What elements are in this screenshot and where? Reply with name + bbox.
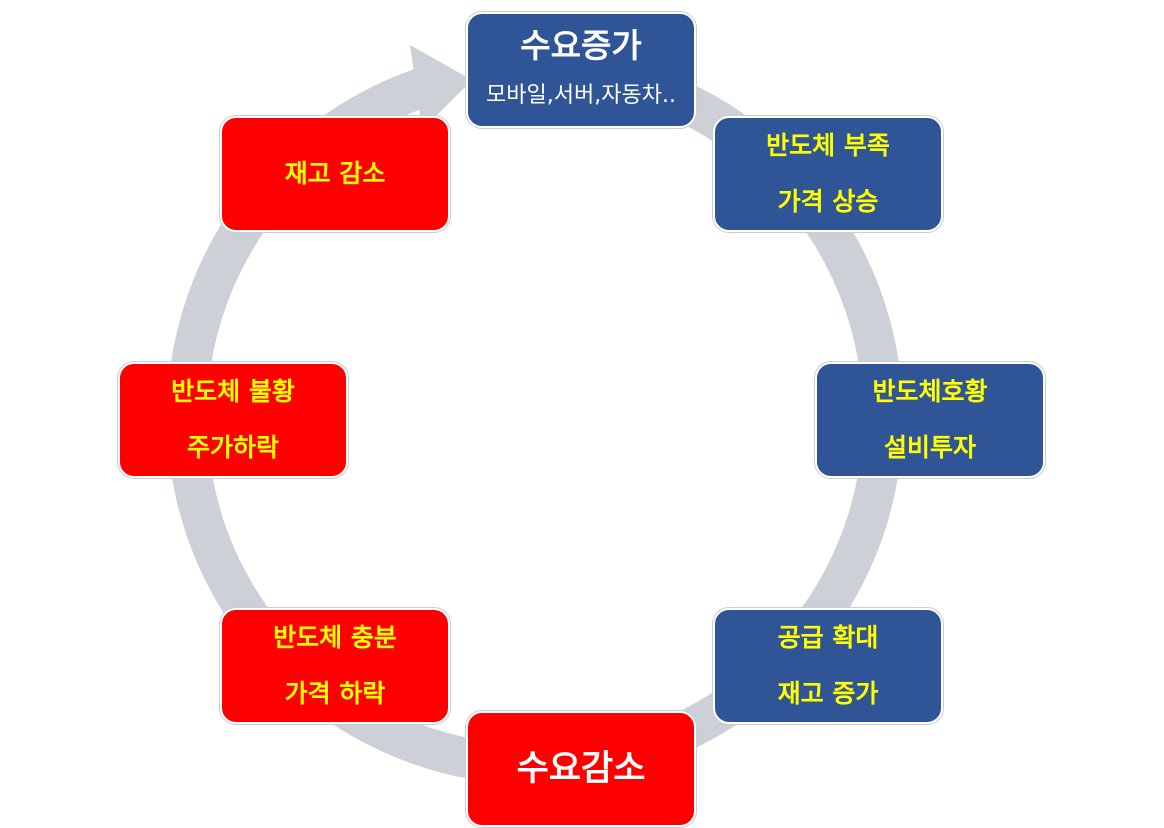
node-chip-shortage: 반도체 부족 가격 상승 bbox=[713, 116, 943, 232]
node-inventory-decrease: 재고 감소 bbox=[220, 116, 450, 232]
cycle-arrow-head-icon bbox=[410, 45, 472, 130]
node-chip-boom: 반도체호황 설비투자 bbox=[815, 362, 1045, 478]
node-supply-expansion: 공급 확대 재고 증가 bbox=[713, 608, 943, 724]
node-line-2: 재고 증가 bbox=[777, 679, 879, 708]
node-line-1: 반도체 부족 bbox=[766, 131, 890, 160]
node-line-1: 반도체 충분 bbox=[273, 623, 397, 652]
node-title: 수요증가 bbox=[520, 26, 642, 65]
node-line-1: 반도체 불황 bbox=[171, 377, 295, 406]
node-demand-increase: 수요증가 모바일,서버,자동차.. bbox=[466, 12, 696, 128]
node-line-1: 재고 감소 bbox=[284, 159, 386, 188]
node-demand-decrease: 수요감소 bbox=[466, 711, 696, 827]
node-chip-sufficient: 반도체 충분 가격 하락 bbox=[220, 608, 450, 724]
node-line-1: 공급 확대 bbox=[777, 623, 879, 652]
node-line-1: 반도체호황 bbox=[872, 377, 988, 406]
node-line-2: 가격 상승 bbox=[777, 187, 879, 216]
node-line-2: 주가하락 bbox=[186, 433, 279, 462]
node-title: 수요감소 bbox=[516, 749, 646, 789]
node-subtitle: 모바일,서버,자동차.. bbox=[486, 83, 676, 108]
node-line-2: 가격 하락 bbox=[284, 679, 386, 708]
node-chip-recession: 반도체 불황 주가하락 bbox=[118, 362, 348, 478]
node-line-2: 설비투자 bbox=[883, 433, 976, 462]
